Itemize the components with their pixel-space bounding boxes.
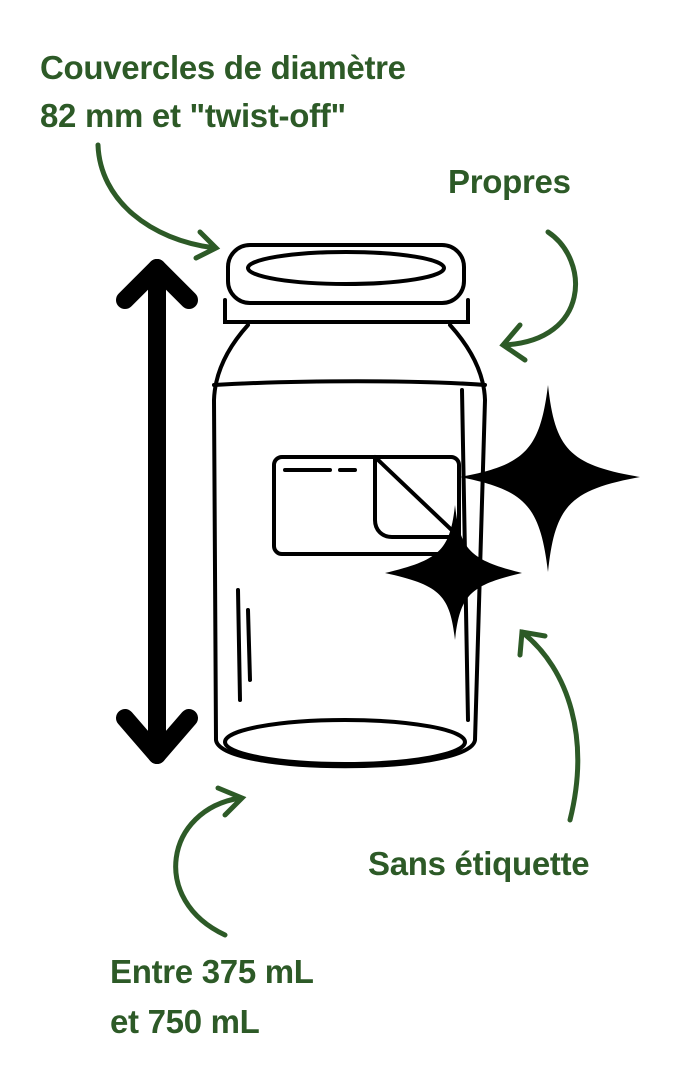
lids-label-line1: Couvercles de diamètre [40, 49, 406, 86]
clean-label: Propres [448, 163, 571, 200]
volume-label-line1: Entre 375 mL [110, 953, 314, 990]
arrow-lids-head [193, 229, 221, 261]
no-label-label: Sans étiquette [368, 845, 590, 882]
arrow-no-label-head [517, 629, 548, 658]
sparkle-icons [385, 385, 640, 640]
arrow-clean-head [499, 322, 528, 363]
arrow-volume [173, 795, 243, 938]
jar-icon [211, 243, 488, 769]
height-arrow-icon [116, 259, 198, 764]
arrow-no-label [519, 629, 581, 823]
arrow-volume-head [215, 785, 247, 818]
lids-label-line2: 82 mm et "twist-off" [40, 97, 346, 134]
sparkle-small-icon [385, 505, 522, 640]
arrow-clean [502, 229, 578, 348]
arrows-green [95, 142, 581, 938]
arrow-lids [95, 142, 218, 251]
label-icon [272, 455, 461, 556]
sparkle-large-icon [460, 385, 640, 572]
jar-lid [226, 243, 466, 305]
volume-label-line2: et 750 mL [110, 1003, 260, 1040]
